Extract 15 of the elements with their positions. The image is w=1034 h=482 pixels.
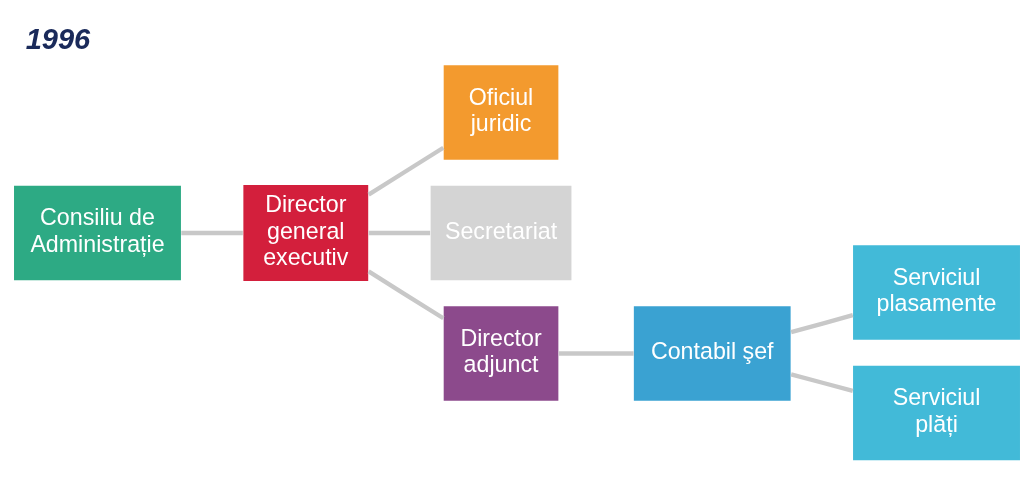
connector [790,313,854,335]
node-box: Serviciul plasamente [853,245,1020,340]
node-box: Director general executiv [243,185,369,281]
node-box: Contabil şef [633,306,791,401]
node-box: Oficiul juridic [443,65,559,160]
node-box: Serviciul plăți [853,365,1020,461]
connector [558,351,634,356]
node-box: Consiliu de Administrație [14,185,181,281]
connector [367,145,445,197]
diagram-title: 1996 [25,23,91,56]
connector [181,230,243,236]
connector [368,230,431,236]
connector [367,269,445,321]
connector [790,372,854,393]
node-box: Director adjunct [443,306,559,401]
